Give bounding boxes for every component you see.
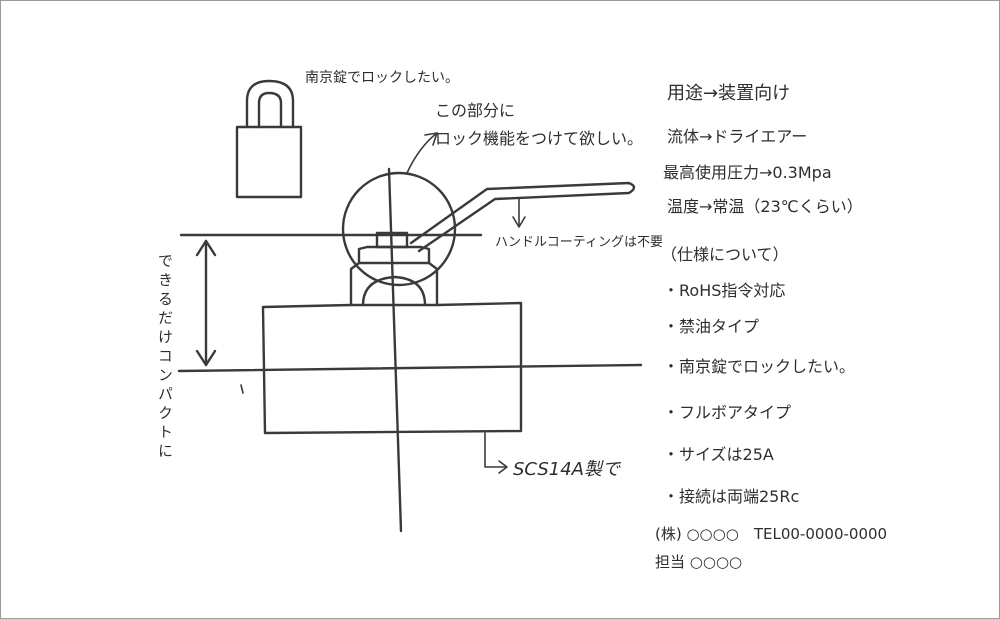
center-line-horizontal (177, 363, 643, 373)
compact-note: できるだけコンパクトに (156, 253, 174, 462)
spec-bullet-connection: ・接続は両端25Rc (663, 487, 800, 506)
lock-callout-line-1: この部分に (435, 101, 516, 120)
spec-heading: （仕様について） (661, 245, 789, 264)
valve-body (261, 301, 523, 435)
spec-bullet-padlock: ・南京錠でロックしたい。 (663, 357, 856, 376)
padlock-icon (235, 79, 303, 199)
height-dimension-arrow (195, 239, 217, 367)
spec-bullet-rohs: ・RoHS指令対応 (663, 281, 786, 300)
material-leader (484, 432, 506, 468)
contact-line: 担当 ○○○○ (655, 553, 743, 571)
spec-usage: 用途→装置向け (667, 83, 791, 104)
lock-callout-line-2: ロック機能をつけて欲しい。 (435, 129, 644, 148)
spec-bullet-size: ・サイズは25A (663, 445, 774, 464)
sketch-tick (240, 384, 244, 394)
spec-bullet-full-bore: ・フルボアタイプ (663, 403, 792, 422)
spec-temperature: 温度→常温（23℃くらい） (667, 197, 863, 216)
spec-fluid: 流体→ドライエアー (667, 127, 808, 146)
lock-area-circle (341, 171, 457, 287)
handle-note: ハンドルコーティングは不要 (495, 235, 663, 250)
spec-pressure: 最高使用圧力→0.3Mpa (663, 163, 832, 182)
padlock-note: 南京錠でロックしたい。 (305, 70, 459, 86)
company-line: (株) ○○○○ TEL00-0000-0000 (655, 525, 888, 543)
material-note: SCS14A製で (513, 459, 620, 480)
handle-lever (409, 181, 636, 253)
spec-bullet-oil-free: ・禁油タイプ (663, 317, 760, 336)
callout-arrow (406, 132, 438, 174)
center-line-vertical (387, 167, 403, 533)
valve-stem (349, 231, 439, 307)
